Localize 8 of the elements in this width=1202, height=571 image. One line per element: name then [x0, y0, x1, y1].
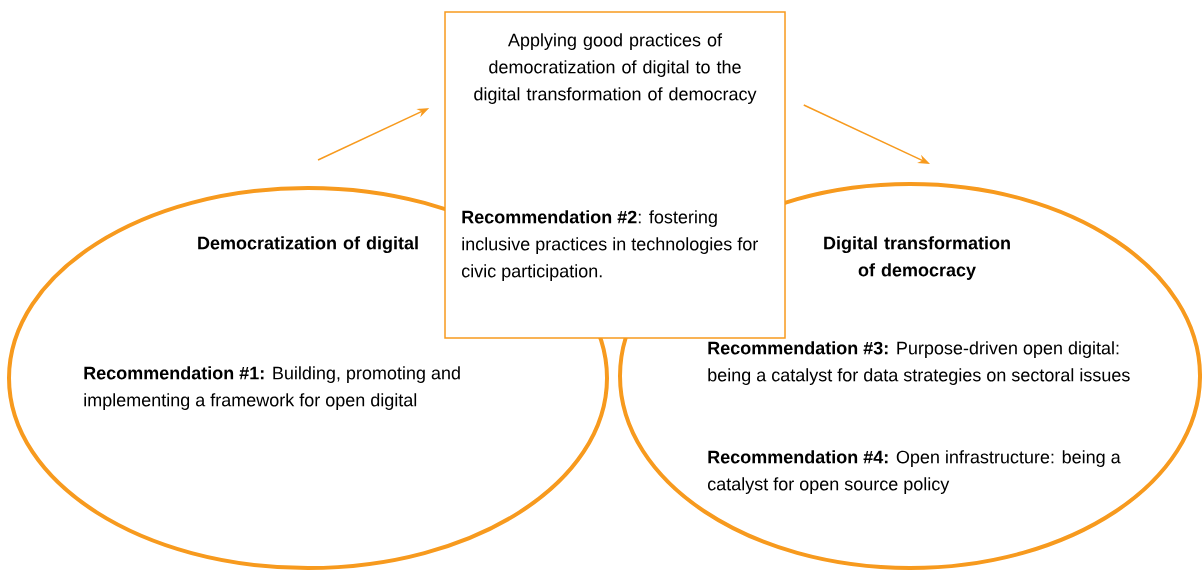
heading: Democratization of digital: [198, 236, 418, 254]
heading: Digital transformation of democracy: [824, 236, 1010, 280]
heading: Applying good practices of democratization of digital to the digital transformation of democracy: [474, 33, 757, 104]
recommendation-text: Recommendation #4: Open infrastructure: being a catalyst for open source policy: [708, 450, 1121, 494]
recommendation-text: Recommendation #1: Building, promoting and implementing a framework for open digital: [84, 366, 460, 410]
recommendation-text: Recommendation #3: Purpose-driven open digital: being a catalyst for data strategies on sectoral issues: [708, 341, 1130, 385]
recommendation-text: Recommendation #2: fostering inclusive practices in technologies for civic participation.: [462, 210, 758, 281]
text-box: [444, 11, 786, 339]
